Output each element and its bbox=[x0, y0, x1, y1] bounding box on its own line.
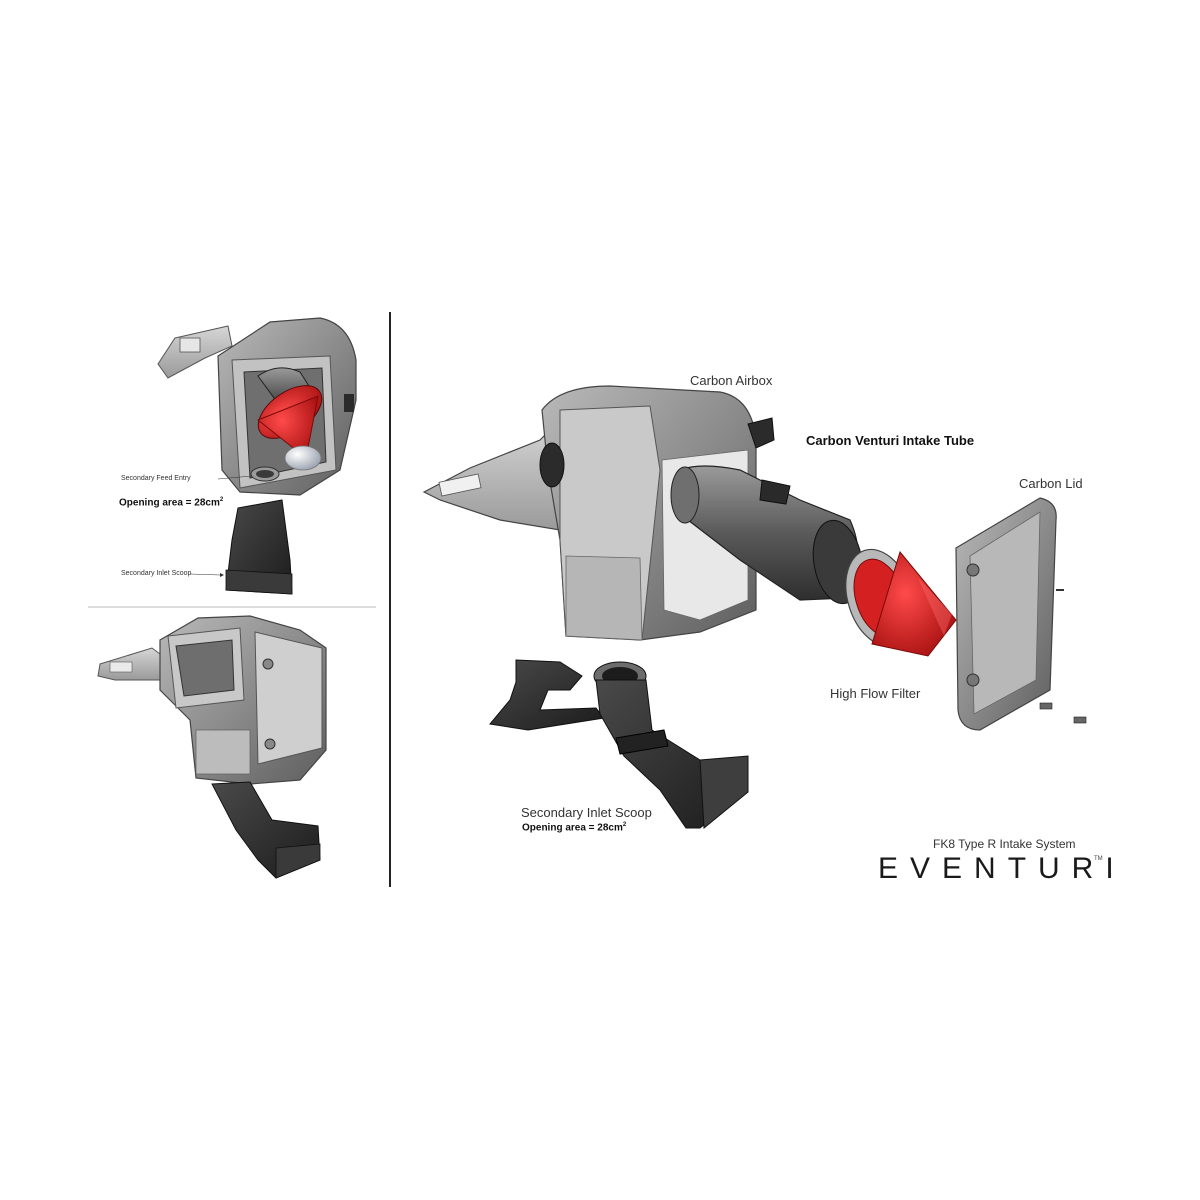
left-secondary-inlet-scoop-label: Secondary Inlet Scoop bbox=[121, 570, 192, 577]
carbon-airbox-label: Carbon Airbox bbox=[690, 373, 773, 388]
trademark-mark: TM bbox=[1094, 856, 1103, 862]
main-opening-area-text: Opening area = 28cm bbox=[522, 822, 623, 834]
left-opening-area-label: Opening area = 28cm2 bbox=[119, 497, 223, 508]
left-opening-area-text: Opening area = 28cm bbox=[119, 497, 220, 509]
black-bracket-part bbox=[489, 659, 605, 731]
high-flow-filter-part bbox=[845, 548, 957, 657]
secondary-inlet-scoop-label: Secondary Inlet Scoop bbox=[521, 805, 652, 820]
product-title: FK8 Type R Intake System bbox=[933, 837, 1076, 851]
main-opening-area-label: Opening area = 28cm2 bbox=[522, 822, 626, 833]
secondary-inlet-scoop-part bbox=[593, 661, 749, 830]
high-flow-filter-label: High Flow Filter bbox=[830, 686, 921, 701]
left-bottom-assembly bbox=[97, 615, 327, 879]
secondary-feed-entry-label: Secondary Feed Entry bbox=[121, 475, 191, 482]
carbon-lid-label: Carbon Lid bbox=[1019, 476, 1083, 491]
left-opening-area-sup: 2 bbox=[219, 497, 224, 503]
eventuri-logo: EVENTURI bbox=[878, 852, 1126, 885]
left-top-assembly bbox=[157, 317, 357, 595]
carbon-lid-part bbox=[955, 497, 1064, 731]
screws-part bbox=[1039, 702, 1087, 724]
main-opening-area-sup: 2 bbox=[622, 822, 627, 828]
carbon-venturi-intake-tube-label: Carbon Venturi Intake Tube bbox=[806, 433, 975, 448]
venturi-tube-part bbox=[670, 465, 864, 605]
